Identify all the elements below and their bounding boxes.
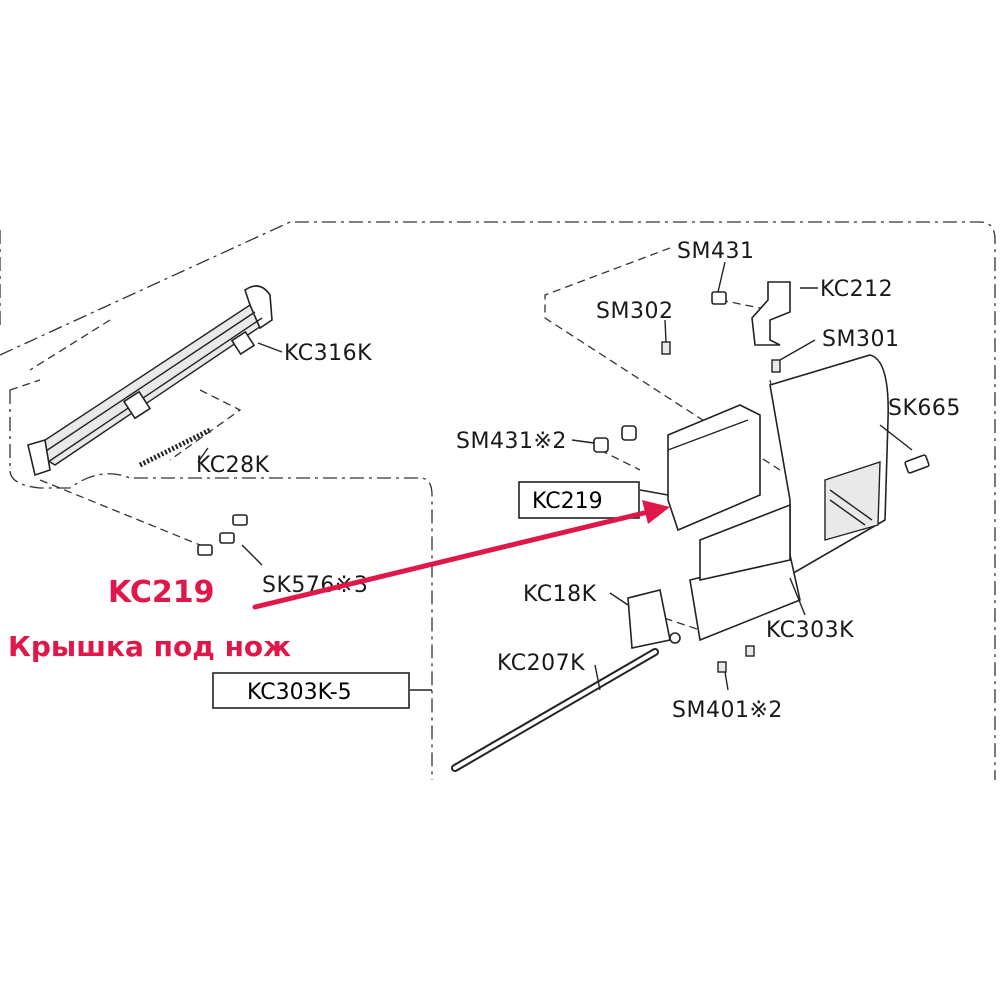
leader (571, 439, 595, 444)
kc316k-part (27, 285, 273, 477)
kc28k-spring (138, 427, 212, 468)
label-sm431x2: SM431※2 (456, 429, 567, 454)
leader (257, 342, 283, 353)
ref-line (29, 319, 111, 371)
leader (717, 261, 726, 293)
leader (779, 339, 816, 361)
leader (594, 664, 601, 691)
leader (724, 671, 729, 691)
label-kc219-box: KC219 (532, 489, 603, 514)
leader (664, 319, 667, 343)
leader (789, 577, 806, 616)
label-kc28k: KC28K (196, 453, 270, 478)
label-kc316k: KC316K (284, 341, 372, 366)
sm301-screw (771, 359, 781, 373)
label-sk665: SK665 (888, 396, 961, 421)
sk665-screw (904, 454, 930, 474)
ref-line (639, 609, 701, 631)
leader (639, 489, 669, 496)
sm431x2-screws (593, 425, 637, 453)
label-kc207k: KC207K (497, 651, 585, 676)
label-sm401x2: SM401※2 (672, 698, 783, 723)
sm431-screw (711, 291, 727, 305)
label-kc303k5-box: KC303K-5 (247, 680, 352, 705)
annotation-description: Крышка под нож (8, 630, 291, 663)
label-sm302: SM302 (596, 299, 673, 324)
leader (197, 447, 209, 463)
annotation-arrow (252, 500, 670, 610)
sm401-screw (745, 645, 755, 657)
kc18k-part (627, 589, 681, 649)
inner-group-outline (9, 390, 433, 780)
kc303k5-box (212, 672, 410, 709)
ref-line (9, 379, 41, 391)
sm401-screw (717, 661, 727, 673)
label-sm301: SM301 (822, 327, 899, 352)
label-kc303k: KC303K (766, 618, 854, 643)
ref-line (544, 247, 781, 471)
label-kc18k: KC18K (523, 582, 597, 607)
kc219-part (667, 404, 761, 532)
kc303k-part (689, 354, 889, 642)
kc212-part (751, 281, 791, 346)
ref-line (169, 389, 242, 461)
sk576-screws (197, 514, 248, 556)
ref-line (599, 449, 641, 471)
annotation-code: KC219 (108, 575, 215, 610)
left-group-outline (0, 221, 996, 780)
sm302-screw (661, 341, 671, 355)
label-kc212: KC212 (820, 277, 893, 302)
leader (241, 544, 263, 566)
kc219-box (518, 481, 640, 519)
leader (609, 592, 629, 606)
leader (879, 424, 913, 451)
label-sm431: SM431 (677, 239, 754, 264)
ref-line (39, 479, 201, 546)
